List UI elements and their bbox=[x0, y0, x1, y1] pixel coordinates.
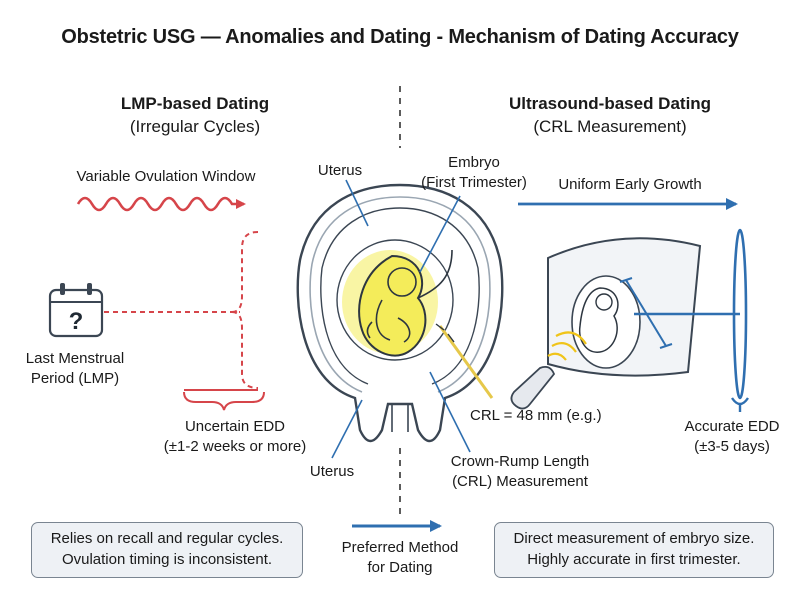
crl-name-line1: Crown-Rump Length bbox=[450, 453, 590, 470]
wavy-arrow-icon bbox=[76, 196, 246, 212]
usg-summary-line1: Direct measurement of embryo size. bbox=[513, 530, 755, 547]
preferred-line2: for Dating bbox=[367, 559, 433, 576]
uterus-illustration bbox=[296, 183, 504, 443]
embryo-pointer bbox=[419, 195, 461, 273]
calendar-question-mark: ? bbox=[69, 308, 84, 335]
lmp-summary-line1: Relies on recall and regular cycles. bbox=[50, 530, 284, 547]
embryo-label: Embryo (First Trimester) bbox=[404, 153, 544, 193]
lmp-summary-box: Relies on recall and regular cycles. Ovu… bbox=[31, 522, 303, 578]
embryo-label-line2: (First Trimester) bbox=[421, 174, 527, 191]
calendar-question-icon: ? bbox=[48, 283, 104, 338]
accurate-edd-line1: Accurate EDD bbox=[684, 418, 780, 435]
accurate-edd-line2: (±3-5 days) bbox=[694, 438, 770, 455]
preferred-line1: Preferred Method bbox=[341, 539, 459, 556]
ovulation-window-label: Variable Ovulation Window bbox=[76, 168, 256, 185]
lmp-label: Last Menstrual Period (LMP) bbox=[10, 349, 140, 389]
usg-heading-title: Ultrasound-based Dating bbox=[508, 94, 712, 113]
crl-pointer bbox=[429, 371, 471, 453]
lmp-heading-title: LMP-based Dating bbox=[120, 94, 270, 113]
usg-summary-box: Direct measurement of embryo size. Highl… bbox=[494, 522, 774, 578]
edd-brace bbox=[183, 391, 265, 411]
crl-name-line2: (CRL) Measurement bbox=[452, 473, 588, 490]
page-title: Obstetric USG — Anomalies and Dating - M… bbox=[61, 26, 739, 48]
lmp-label-line2: Period (LMP) bbox=[30, 370, 120, 387]
accurate-edd-marker bbox=[731, 228, 749, 412]
embryo-label-line1: Embryo bbox=[448, 154, 500, 171]
ultrasound-probe-icon bbox=[510, 331, 587, 410]
lmp-heading: LMP-based Dating (Irregular Cycles) bbox=[95, 92, 295, 138]
crl-value-label: CRL = 48 mm (e.g.) bbox=[470, 407, 602, 424]
uterus-bottom-pointer bbox=[331, 399, 363, 459]
lmp-summary-line2: Ovulation timing is inconsistent. bbox=[61, 551, 273, 568]
crl-name-label: Crown-Rump Length (CRL) Measurement bbox=[440, 452, 600, 492]
uterus-top-label: Uterus bbox=[317, 162, 363, 179]
uterus-bottom-label: Uterus bbox=[309, 463, 355, 480]
ultrasound-screen bbox=[547, 237, 740, 377]
uterus-top-pointer bbox=[345, 179, 369, 227]
lmp-heading-sub: (Irregular Cycles) bbox=[129, 117, 261, 136]
usg-heading-sub: (CRL Measurement) bbox=[533, 117, 687, 136]
uncertain-edd-label: Uncertain EDD (±1-2 weeks or more) bbox=[140, 417, 330, 457]
uncertain-edd-line2: (±1-2 weeks or more) bbox=[163, 438, 307, 455]
uncertain-edd-line1: Uncertain EDD bbox=[184, 418, 286, 435]
accurate-edd-label: Accurate EDD (±3-5 days) bbox=[670, 417, 794, 457]
usg-heading: Ultrasound-based Dating (CRL Measurement… bbox=[480, 92, 740, 138]
lmp-label-line1: Last Menstrual bbox=[25, 350, 125, 367]
preferred-method-label: Preferred Method for Dating bbox=[320, 538, 480, 578]
uniform-growth-label: Uniform Early Growth bbox=[558, 176, 702, 193]
lmp-dashed-connector bbox=[104, 231, 259, 391]
usg-summary-line2: Highly accurate in first trimester. bbox=[527, 551, 741, 568]
